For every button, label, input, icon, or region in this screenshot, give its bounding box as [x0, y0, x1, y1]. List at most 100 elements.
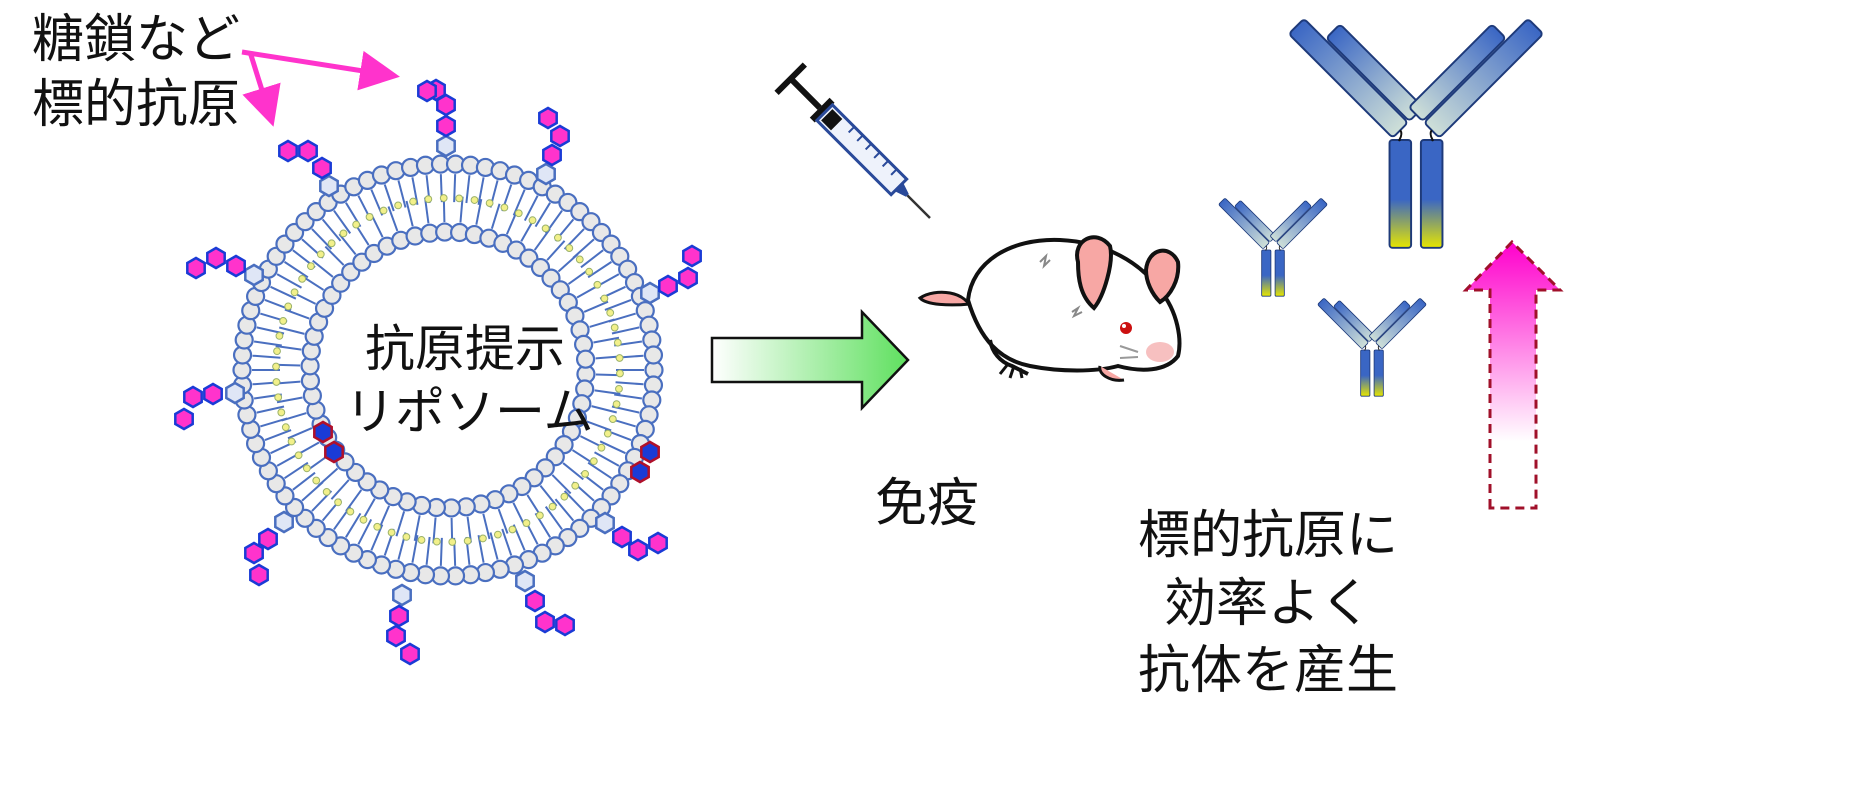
- glycan-unit: [313, 420, 333, 444]
- glycan-unit: [400, 642, 420, 666]
- membrane-dot: [290, 288, 299, 297]
- antibody-icon: [1317, 298, 1427, 397]
- glycan-unit: [612, 525, 632, 549]
- lipid-tail: [425, 536, 431, 565]
- glycan-unit: [595, 511, 615, 535]
- lipid-tail: [292, 471, 316, 491]
- lipid-tail: [611, 326, 640, 335]
- membrane-dot: [554, 233, 562, 242]
- mouse-icon: [917, 235, 1182, 382]
- glycan-unit: [319, 174, 339, 198]
- lipid-tail: [345, 489, 363, 512]
- lipid-tail: [580, 249, 604, 269]
- lipid-head: [575, 349, 596, 369]
- lipid-tail: [321, 218, 342, 242]
- glycan-unit: [274, 510, 294, 534]
- liposome-label: 抗原提示 リポソーム: [345, 318, 594, 443]
- lipid-tail: [317, 467, 339, 487]
- glycan-antigens: [174, 78, 702, 666]
- lipid-tail: [256, 405, 285, 414]
- syringe-icon: [774, 62, 931, 219]
- glycan-unit: [536, 162, 556, 186]
- lipid-tail: [594, 389, 621, 395]
- membrane-dot: [463, 536, 472, 545]
- membrane-dot: [277, 408, 286, 417]
- membrane-dot: [287, 437, 296, 446]
- membrane-dot: [455, 194, 464, 203]
- glycan-unit: [244, 263, 264, 287]
- membrane-dot: [298, 274, 307, 283]
- glycan-unit: [630, 460, 650, 484]
- membrane-dot: [493, 530, 502, 539]
- glycan-unit: [550, 124, 570, 148]
- glycan-unit: [258, 527, 278, 551]
- lipid-tail: [397, 180, 407, 208]
- glycan-unit: [174, 407, 194, 431]
- membrane-dot: [485, 199, 494, 208]
- membrane-dot: [409, 197, 417, 206]
- immunization-label: 免疫: [875, 474, 980, 534]
- membrane-dot: [272, 378, 281, 386]
- membrane-dot: [612, 400, 621, 408]
- lipid-tail: [453, 174, 457, 203]
- membrane-dot: [522, 519, 531, 527]
- membrane-dot: [359, 515, 368, 524]
- membrane-dot: [439, 194, 448, 202]
- lipid-tail: [279, 326, 305, 335]
- membrane-dot: [575, 255, 584, 264]
- glycan-unit: [628, 538, 648, 562]
- glycan-unit: [324, 440, 344, 464]
- membrane-dot: [284, 302, 293, 311]
- liposome-label-line2: リポソーム: [345, 382, 594, 441]
- glycan-unit: [417, 79, 437, 103]
- target-label-line1: 糖鎖など: [32, 10, 241, 70]
- membrane-dot: [394, 201, 403, 210]
- lipid-tail: [312, 259, 334, 278]
- membrane-dot: [327, 239, 336, 248]
- lipid-tail: [270, 285, 297, 300]
- glycan-unit: [515, 569, 535, 593]
- increase-arrow: [1462, 239, 1564, 510]
- membrane-dot: [379, 206, 388, 215]
- membrane-dot: [272, 362, 280, 371]
- lipid-tail: [501, 528, 513, 556]
- membrane-dot: [500, 203, 509, 212]
- lipid-tail: [614, 393, 643, 400]
- glycan-unit: [678, 266, 698, 290]
- lipid-tail: [345, 512, 362, 538]
- lipid-tail: [459, 196, 464, 223]
- membrane-dot: [373, 522, 382, 531]
- lipid-tail: [593, 336, 620, 344]
- lipid-tail: [287, 427, 313, 440]
- lipid-tail: [615, 381, 644, 386]
- membrane-dot: [306, 262, 315, 271]
- lipid-tail: [387, 206, 399, 232]
- glycan-unit: [436, 114, 456, 138]
- membrane-dot: [600, 294, 609, 303]
- lipid-tail: [594, 451, 620, 467]
- lipid-tail: [252, 354, 281, 359]
- glycan-unit: [535, 610, 555, 634]
- membrane-dot: [294, 451, 303, 460]
- membrane-dot: [432, 537, 441, 546]
- membrane-dot: [322, 488, 331, 496]
- membrane-dot: [589, 457, 598, 466]
- membrane-dot: [352, 220, 361, 229]
- membrane-dot: [302, 464, 311, 473]
- lipid-tail: [551, 474, 572, 495]
- membrane-dot: [514, 209, 523, 218]
- membrane-dot: [603, 429, 612, 438]
- glycan-unit: [244, 541, 264, 565]
- target-antigen-label: 糖鎖など 標的抗原: [32, 8, 240, 138]
- liposome-label-line1: 抗原提示: [365, 320, 565, 378]
- membrane-dot: [560, 492, 569, 501]
- lipid-tail: [599, 440, 626, 455]
- membrane-dot: [346, 507, 355, 516]
- glycan-unit: [203, 382, 223, 406]
- antibody-icon: [1218, 198, 1328, 297]
- lipid-tail: [554, 498, 575, 522]
- result-label-line3: 抗体を産生: [1137, 641, 1398, 702]
- membrane-dot: [316, 250, 325, 259]
- target-label-line2: 標的抗原: [32, 75, 241, 135]
